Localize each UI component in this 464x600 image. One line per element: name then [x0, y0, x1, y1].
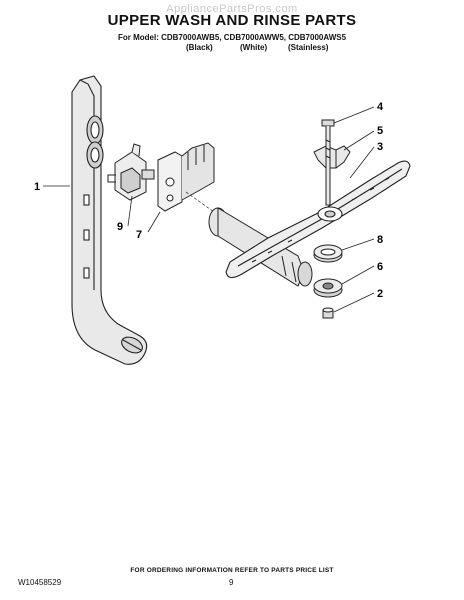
callout-3: 3: [377, 141, 383, 153]
variant-row: (Black) (White) (Stainless): [0, 43, 464, 53]
variant-black: (Black): [186, 43, 213, 52]
page-number: 9: [229, 578, 234, 587]
callout-numbers: 1 2 3 4 5 6 7 8 9: [34, 101, 384, 300]
callout-9: 9: [117, 221, 123, 233]
seal-ring: [313, 244, 343, 263]
callout-4: 4: [377, 101, 384, 113]
callout-8: 8: [377, 234, 383, 246]
diverter-valve: [107, 143, 155, 201]
variant-stainless: (Stainless): [288, 43, 329, 52]
watermark: AppliancePartsPros.com: [166, 3, 298, 15]
model-line: For Model: CDB7000AWB5, CDB7000AWW5, CDB…: [117, 33, 347, 42]
washer: [322, 307, 334, 319]
leader-lines: [43, 106, 375, 313]
callout-6: 6: [377, 261, 383, 273]
callout-5: 5: [377, 125, 383, 137]
callout-1: 1: [34, 181, 40, 193]
callout-2: 2: [377, 288, 383, 300]
document-number: W10458529: [18, 578, 62, 587]
spray-arm: [225, 160, 411, 279]
callout-7: 7: [136, 229, 142, 241]
bracket: [157, 142, 215, 212]
arm-screw: [321, 119, 335, 206]
page-title: UPPER WASH AND RINSE PARTS: [107, 12, 357, 29]
arm-nut: [313, 278, 343, 298]
variant-white: (White): [240, 43, 268, 52]
ordering-note: FOR ORDERING INFORMATION REFER TO PARTS …: [130, 567, 334, 574]
assembly-line: [185, 191, 215, 213]
supply-tube: [71, 75, 148, 365]
